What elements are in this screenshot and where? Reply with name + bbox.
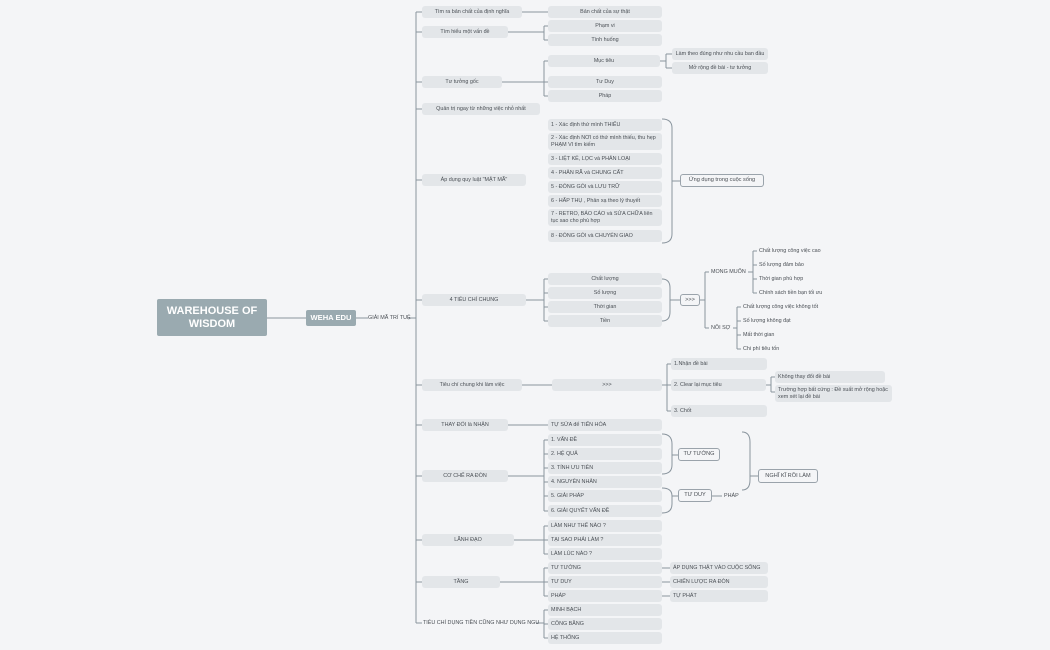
co-che-item[interactable]: 3. TÍNH ƯU TIÊN [548, 462, 662, 474]
branch-tieu-chi-lam-viec[interactable]: Tiêu chí chung khi làm việc [422, 379, 522, 391]
tieu-chi-tien-item[interactable]: CÔNG BẰNG [548, 618, 662, 630]
ap-dung-step[interactable]: 5 - ĐÓNG GÓI và LƯU TRỮ [548, 181, 662, 193]
tim-hieu-item[interactable]: Tình huống [548, 34, 662, 46]
co-che-item[interactable]: 6. GIẢI QUYẾT VẤN ĐỀ [548, 505, 662, 517]
muc-tieu-item[interactable]: Mở rộng đề bài - tư tưởng [672, 62, 768, 74]
tang-item[interactable]: TƯ TƯỞNG [548, 562, 662, 574]
tieu-chi-tien-item[interactable]: MINH BẠCH [548, 604, 662, 616]
branch-tieu-chi-tien[interactable]: TIÊU CHÍ DỤNG TIỀN CŨNG NHƯ DỤNG NGƯỜI [423, 619, 539, 626]
ap-dung-step[interactable]: 2 - Xác định NƠI có thứ mình thiếu, thu … [548, 133, 662, 150]
branch-lanh-dao[interactable]: LÃNH ĐẠO [422, 534, 514, 546]
branch-co-che[interactable]: CƠ CHẾ RA ĐÒN [422, 470, 508, 482]
noi-so-item[interactable]: Chất lượng công việc không tốt [743, 303, 819, 310]
branch-tu-tuong-goc[interactable]: Tư tưởng gốc [422, 76, 502, 88]
co-che-tu-duy-node[interactable]: TƯ DUY [678, 489, 712, 502]
tieu-chi-item[interactable]: Tiền [548, 315, 662, 327]
tim-ra-child[interactable]: Bản chất của sự thật [548, 6, 662, 18]
muc-tieu-node[interactable]: Mục tiêu [548, 55, 660, 67]
branch-tim-hieu[interactable]: Tìm hiểu một vấn đề [422, 26, 508, 38]
co-che-phap-node[interactable]: PHÁP [724, 492, 739, 499]
branch-thay-doi[interactable]: THAY ĐỔI là NHẬN [422, 419, 508, 431]
hub-node[interactable]: WEHA EDU [306, 310, 356, 326]
tang-result[interactable]: TỰ PHÁT [670, 590, 768, 602]
ap-dung-step[interactable]: 4 - PHÂN RÃ và CHUNG CẤT [548, 167, 662, 179]
lanh-dao-item[interactable]: LÀM NHƯ THẾ NÀO ? [548, 520, 662, 532]
thay-doi-child[interactable]: TỰ SỬA để TIẾN HÓA [548, 419, 662, 431]
co-che-item[interactable]: 5. GIẢI PHÁP [548, 490, 662, 502]
branch-4-tieu-chi[interactable]: 4 TIÊU CHÍ CHUNG [422, 294, 526, 306]
ap-dung-bracket [662, 118, 680, 244]
ap-dung-step[interactable]: 6 - HẤP THỤ , Phản xạ theo lý thuyết [548, 195, 662, 207]
mong-muon-item[interactable]: Thời gian phù hợp [759, 275, 804, 282]
lanh-dao-item[interactable]: TẠI SAO PHẢI LÀM ? [548, 534, 662, 546]
ap-dung-step[interactable]: 1 - Xác định thứ mình THIẾU [548, 119, 662, 131]
ap-dung-step[interactable]: 7 - RETRO, BÁO CÁO và SỬA CHỮA liên tục … [548, 209, 662, 226]
branch-ap-dung[interactable]: Áp dụng quy luật "MẬT MÃ" [422, 174, 526, 186]
tieu-chi-item[interactable]: Số lượng [548, 287, 662, 299]
tieu-chi-arrow-node[interactable]: >>> [680, 294, 700, 306]
ap-dung-step[interactable]: 8 - ĐÓNG GÓI và CHUYỂN GIAO [548, 230, 662, 242]
mong-muon-item[interactable]: Chính sách tiền bạn tối ưu [759, 289, 823, 296]
lam-viec-arrow-node[interactable]: >>> [552, 379, 662, 391]
noi-so-item[interactable]: Chi phí tiêu tốn [743, 345, 780, 352]
co-che-item[interactable]: 2. HỆ QUẢ [548, 448, 662, 460]
tang-result[interactable]: CHIẾN LƯỢC RA ĐÒN [670, 576, 768, 588]
ap-dung-step[interactable]: 3 - LIỆT KÊ, LỌC và PHÂN LOẠI [548, 153, 662, 165]
tang-item[interactable]: PHÁP [548, 590, 662, 602]
ung-dung-node[interactable]: Ứng dụng trong cuộc sống [680, 174, 764, 187]
co-che-item[interactable]: 1. VẤN ĐỀ [548, 434, 662, 446]
tieu-chi-tien-item[interactable]: HỆ THỐNG [548, 632, 662, 644]
mong-muon-node[interactable]: MONG MUỐN [711, 268, 746, 275]
root-node[interactable]: WAREHOUSE OF WISDOM [157, 299, 267, 336]
lam-viec-step[interactable]: 2. Clear lại mục tiêu [671, 379, 766, 391]
branch-tang[interactable]: TẦNG [422, 576, 500, 588]
lam-viec-step[interactable]: 1.Nhận đề bài [671, 358, 767, 370]
tang-item[interactable]: TƯ DUY [548, 576, 662, 588]
tieu-chi-item[interactable]: Thời gian [548, 301, 662, 313]
tu-tuong-goc-item[interactable]: Tư Duy [548, 76, 662, 88]
branch-quan-tri[interactable]: Quản trị ngay từ những việc nhỏ nhất [422, 103, 540, 115]
clear-child[interactable]: Trường hợp bất cứng : Đề xuất mở rộng ho… [775, 385, 892, 402]
tieu-chi-item[interactable]: Chất lượng [548, 273, 662, 285]
tim-hieu-item[interactable]: Phạm vi [548, 20, 662, 32]
noi-so-item[interactable]: Số lượng không đạt [743, 317, 791, 324]
nghi-ki-node[interactable]: NGHĨ KĨ RỒI LÀM [758, 469, 818, 483]
tu-tuong-goc-item[interactable]: Pháp [548, 90, 662, 102]
lanh-dao-item[interactable]: LÀM LÚC NÀO ? [548, 548, 662, 560]
mong-muon-item[interactable]: Số lượng đảm bảo [759, 261, 804, 268]
noi-so-node[interactable]: NỖI SỢ [711, 324, 731, 331]
co-che-item[interactable]: 4. NGUYÊN NHÂN [548, 476, 662, 488]
main-topic-node[interactable]: GIẢI MÃ TRÍ TUỆ [368, 314, 411, 321]
lam-viec-step[interactable]: 3. Chốt [671, 405, 767, 417]
noi-so-item[interactable]: Mất thời gian [743, 331, 775, 338]
tang-result[interactable]: ÁP DỤNG THẬT VÀO CUỘC SỐNG [670, 562, 768, 574]
branch-tim-ra[interactable]: Tìm ra bản chất của định nghĩa [422, 6, 522, 18]
clear-child[interactable]: Không thay đổi đề bài [775, 371, 885, 383]
muc-tieu-item[interactable]: Làm theo đúng như nhu cầu ban đầu [672, 48, 768, 60]
co-che-tu-tuong-node[interactable]: TƯ TƯỞNG [678, 448, 720, 461]
mong-muon-item[interactable]: Chất lượng công việc cao [759, 247, 821, 254]
